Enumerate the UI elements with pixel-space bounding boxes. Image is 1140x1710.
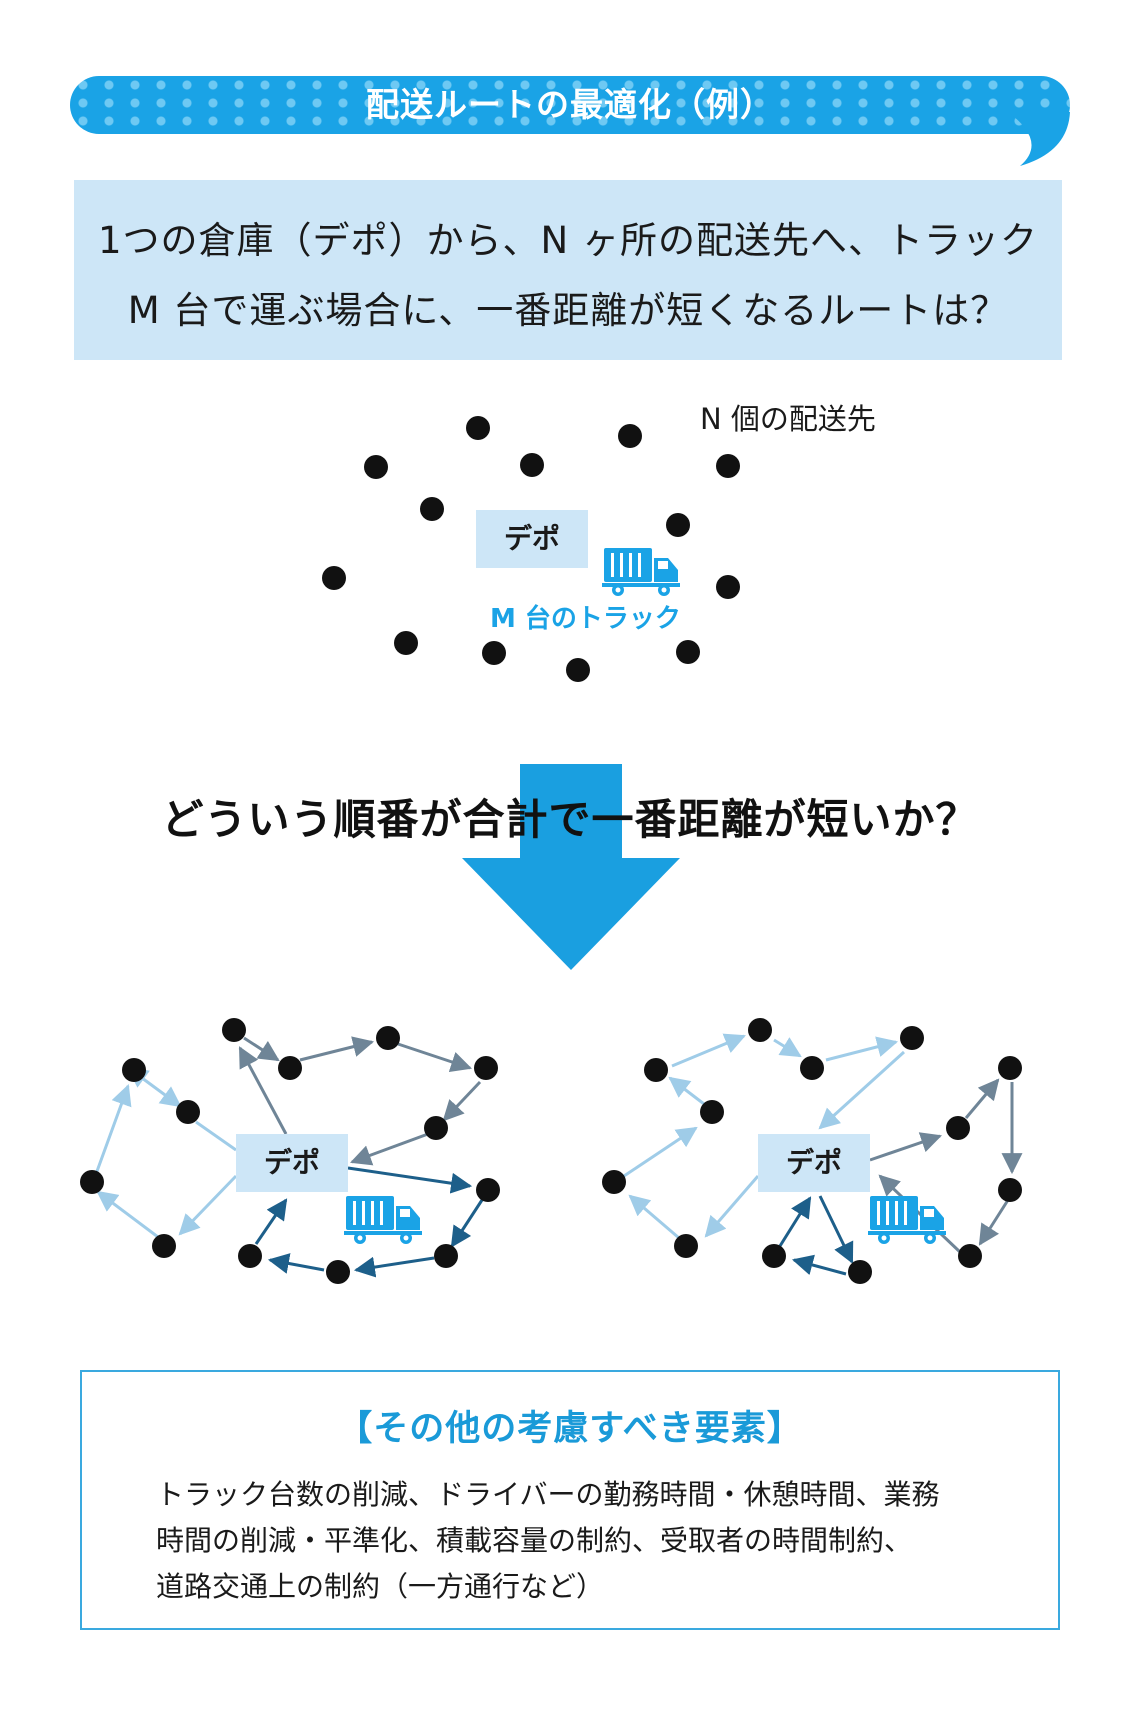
destination-dot [278, 1056, 302, 1080]
title-banner: 配送ルートの最適化（例） [70, 76, 1070, 134]
destination-dot [482, 641, 506, 665]
destination-dot [122, 1058, 146, 1082]
route-segment [254, 1198, 288, 1245]
destination-dot [958, 1244, 982, 1268]
factors-body: トラック台数の削減、ドライバーの勤務時間・休憩時間、業務 時間の削減・平準化、積… [156, 1472, 1016, 1610]
depot-box: デポ [476, 510, 588, 568]
destination-dot [618, 424, 642, 448]
route-segment [238, 1046, 288, 1135]
destination-dot [476, 1178, 500, 1202]
destination-dot [322, 566, 346, 590]
route-segment [978, 1199, 1010, 1246]
route-segment [869, 1132, 942, 1162]
right-route-example [623, 1033, 1023, 1276]
truck-icon [344, 1196, 422, 1244]
destination-dot [80, 1170, 104, 1194]
route-segment [778, 1196, 812, 1247]
route-segment [668, 1076, 705, 1106]
route-segment [623, 1126, 698, 1178]
depot-box-left: デポ [236, 1134, 348, 1192]
destination-dot [466, 416, 490, 440]
destination-dot [998, 1178, 1022, 1202]
factors-title: 【その他の考慮すべき要素】 [337, 1409, 803, 1449]
factors-box: 【その他の考慮すべき要素】 トラック台数の削減、ドライバーの勤務時間・休憩時間、… [80, 1370, 1060, 1630]
route-segment [353, 1256, 435, 1278]
destination-dot [364, 455, 388, 479]
destination-dot [152, 1234, 176, 1258]
destination-dot [762, 1244, 786, 1268]
destination-dot [420, 497, 444, 521]
truck-icon [602, 548, 680, 596]
destination-dot [676, 640, 700, 664]
destination-dot [474, 1056, 498, 1080]
destination-dot [238, 1244, 262, 1268]
route-segment [818, 1195, 854, 1264]
factors-line-2: 時間の削減・平準化、積載容量の制約、受取者の時間制約、 [156, 1524, 913, 1557]
banner-title: 配送ルートの最適化（例） [366, 85, 774, 124]
route-segment [350, 1132, 429, 1166]
destination-dot [848, 1260, 872, 1284]
destination-dot [748, 1018, 772, 1042]
route-segment [773, 1037, 802, 1058]
route-segment [442, 1080, 482, 1122]
destination-dot [376, 1026, 400, 1050]
route-segment [267, 1253, 325, 1274]
truck-count-label: M 台のトラック [490, 604, 681, 634]
route-segment [818, 1050, 906, 1130]
destination-dot [424, 1116, 448, 1140]
truck-icon [868, 1196, 946, 1244]
left-route-example [94, 1036, 484, 1278]
destination-dot [222, 1018, 246, 1042]
factors-line-3: 道路交通上の制約（一方通行など） [156, 1570, 605, 1603]
question-panel: 1つの倉庫（デポ）から、N ヶ所の配送先へ、トラック M 台で運ぶ場合に、一番距… [74, 180, 1062, 360]
destination-dot [998, 1056, 1022, 1080]
route-segment [450, 1199, 484, 1248]
destinations-label: N 個の配送先 [700, 402, 876, 436]
route-segment [96, 1190, 163, 1242]
destination-dot [520, 453, 544, 477]
destination-dot [326, 1260, 350, 1284]
destination-dot [434, 1244, 458, 1268]
destination-dot [176, 1100, 200, 1124]
route-segment [791, 1254, 847, 1276]
route-segment [243, 1036, 280, 1062]
destination-dot [602, 1170, 626, 1194]
route-segment [347, 1166, 473, 1194]
destination-dot [700, 1100, 724, 1124]
big-question: どういう順番が合計で一番距離が短いか？ [161, 795, 979, 844]
route-segment [299, 1036, 375, 1062]
route-segment [671, 1033, 746, 1068]
route-segment [94, 1084, 132, 1175]
route-segment [126, 1066, 182, 1108]
route-segment [178, 1174, 238, 1236]
destination-dots [322, 416, 740, 682]
left-destination-dots [80, 1018, 500, 1284]
question-line-1: 1つの倉庫（デポ）から、N ヶ所の配送先へ、トラック [98, 219, 1038, 262]
destination-dot [674, 1234, 698, 1258]
destination-dot [566, 658, 590, 682]
destination-dot [666, 513, 690, 537]
banner-tail [1008, 112, 1070, 166]
destination-dot [800, 1056, 824, 1080]
destination-dot [644, 1058, 668, 1082]
right-destination-dots [602, 1018, 1022, 1284]
question-line-2: M 台で運ぶ場合に、一番距離が短くなるルートは？ [127, 289, 1009, 332]
destination-dot [946, 1116, 970, 1140]
destination-dot [716, 454, 740, 478]
destination-dot [394, 631, 418, 655]
factors-line-1: トラック台数の削減、ドライバーの勤務時間・休憩時間、業務 [156, 1478, 940, 1511]
route-segment [825, 1036, 899, 1062]
depot-box-right: デポ [758, 1134, 870, 1192]
destination-dot [900, 1026, 924, 1050]
route-segment [628, 1194, 687, 1246]
route-segment [964, 1078, 1000, 1119]
route-segment [704, 1175, 760, 1238]
route-segment [397, 1042, 472, 1072]
route-segment [195, 1120, 237, 1152]
destination-dot [716, 575, 740, 599]
